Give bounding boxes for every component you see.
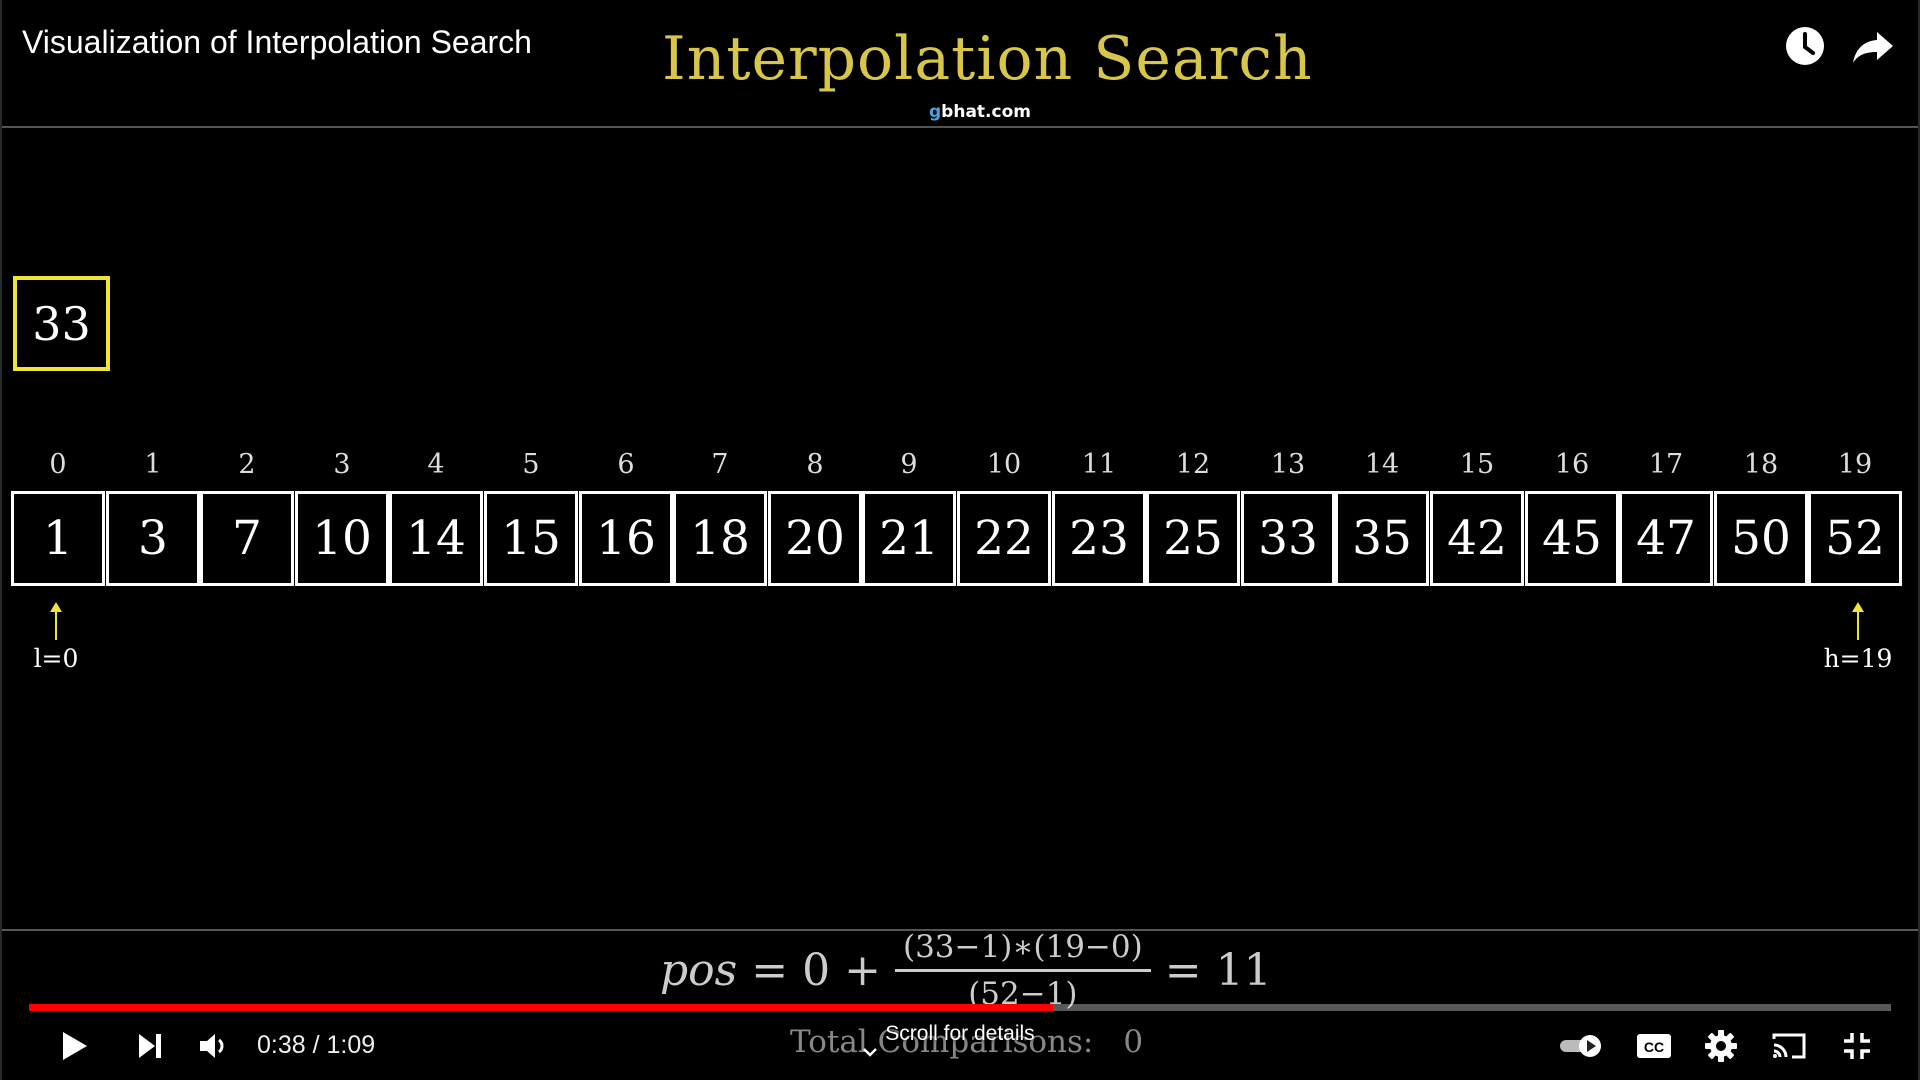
- settings-button[interactable]: [1697, 1022, 1745, 1070]
- frame-divider-top: [0, 126, 1920, 128]
- array-cell: 33: [1241, 491, 1335, 586]
- scroll-hint-label: Scroll for details: [885, 1022, 1035, 1045]
- array-index: 7: [711, 449, 729, 480]
- video-heading: Interpolation Search: [662, 24, 1313, 94]
- array-index: 3: [333, 449, 351, 480]
- formula-equals: =: [751, 944, 789, 996]
- array-cell: 14: [389, 491, 483, 586]
- array-cell: 52: [1808, 491, 1902, 586]
- array-cell: 21: [862, 491, 956, 586]
- logo-prefix: g: [929, 102, 942, 122]
- array-index: 17: [1648, 449, 1684, 480]
- array-index: 2: [238, 449, 256, 480]
- array-cell: 23: [1052, 491, 1146, 586]
- array-cell: 25: [1146, 491, 1240, 586]
- low-pointer: l=0: [16, 602, 96, 673]
- array-index: 15: [1459, 449, 1495, 480]
- captions-button[interactable]: CC: [1630, 1022, 1678, 1070]
- site-logo: gbhat.com: [880, 102, 1080, 122]
- array-index: 19: [1837, 449, 1873, 480]
- formula-base: 0 +: [802, 944, 881, 996]
- array-index: 5: [522, 449, 540, 480]
- high-pointer-arrow: [1852, 602, 1864, 640]
- skip-next-icon: [139, 1034, 161, 1058]
- array-cell: 1: [11, 491, 105, 586]
- low-pointer-label: l=0: [33, 644, 79, 673]
- comparisons-label: Total Comparisons:: [790, 1024, 1094, 1060]
- array-cell: 18: [673, 491, 767, 586]
- array-index: 13: [1270, 449, 1306, 480]
- share-arrow-icon: [1853, 32, 1893, 63]
- watch-later-button[interactable]: [1781, 22, 1829, 70]
- comparisons-value: 0: [1123, 1024, 1144, 1060]
- next-button[interactable]: [126, 1022, 174, 1070]
- array-cell: 45: [1525, 491, 1619, 586]
- high-pointer: h=19: [1818, 602, 1898, 673]
- logo-rest: bhat.com: [941, 102, 1031, 122]
- cast-button[interactable]: [1765, 1022, 1813, 1070]
- array-index: 10: [986, 449, 1022, 480]
- array-cell: 10: [295, 491, 389, 586]
- volume-button[interactable]: [189, 1022, 237, 1070]
- array-index: 4: [427, 449, 445, 480]
- svg-text:CC: CC: [1644, 1039, 1664, 1055]
- frame-divider-bottom: [0, 929, 1920, 931]
- exit-fullscreen-icon: [1844, 1033, 1870, 1059]
- array-cell: 16: [579, 491, 673, 586]
- progress-played: [29, 1004, 1054, 1011]
- autoplay-toggle[interactable]: [1555, 1022, 1607, 1070]
- array-cell: 7: [200, 491, 294, 586]
- cast-icon: [1772, 1033, 1806, 1059]
- play-button[interactable]: [50, 1022, 98, 1070]
- scroll-for-details[interactable]: Scroll for details: [860, 1022, 1060, 1060]
- cc-icon: CC: [1637, 1034, 1671, 1058]
- array-cell: 47: [1619, 491, 1713, 586]
- array-cell: 35: [1335, 491, 1429, 586]
- array-index: 14: [1364, 449, 1400, 480]
- array-cell: 42: [1430, 491, 1524, 586]
- exit-fullscreen-button[interactable]: [1833, 1022, 1881, 1070]
- play-icon: [63, 1032, 87, 1060]
- array-cell: 20: [768, 491, 862, 586]
- formula-numerator: (33−1)∗(19−0): [894, 929, 1151, 972]
- array-cell: 3: [106, 491, 200, 586]
- player-video-title[interactable]: Visualization of Interpolation Search: [22, 24, 532, 60]
- progress-bar[interactable]: [29, 1004, 1891, 1011]
- comparisons-counter: Total Comparisons: 0: [790, 1024, 1143, 1060]
- position-formula: pos = 0 + (33−1)∗(19−0) (52−1) = 11: [660, 929, 1272, 1012]
- volume-icon: [200, 1034, 224, 1058]
- gear-icon: [1705, 1030, 1737, 1062]
- search-target-box: 33: [13, 276, 110, 371]
- high-pointer-label: h=19: [1823, 644, 1893, 673]
- array-cell: 50: [1714, 491, 1808, 586]
- autoplay-toggle-icon: [1560, 1035, 1601, 1057]
- share-button[interactable]: [1849, 22, 1897, 70]
- array-index: 11: [1081, 449, 1117, 480]
- array-index: 8: [806, 449, 824, 480]
- formula-fraction: (33−1)∗(19−0) (52−1): [894, 929, 1151, 1012]
- array-index: 18: [1743, 449, 1779, 480]
- clock-icon: [1786, 27, 1824, 65]
- array-cell: 15: [484, 491, 578, 586]
- formula-result: = 11: [1164, 944, 1272, 996]
- array-index: 12: [1175, 449, 1211, 480]
- array-index: 1: [144, 449, 162, 480]
- array-cell: 22: [957, 491, 1051, 586]
- array-index: 9: [900, 449, 918, 480]
- frame-border-left: [0, 0, 2, 1080]
- time-display: 0:38 / 1:09: [257, 1031, 376, 1059]
- array-index: 16: [1554, 449, 1590, 480]
- formula-lhs: pos: [660, 944, 738, 996]
- low-pointer-arrow: [50, 602, 62, 640]
- frame-border-right: [1918, 0, 1920, 1080]
- array-index: 6: [617, 449, 635, 480]
- array-index: 0: [49, 449, 67, 480]
- chevron-down-icon: [863, 1048, 877, 1057]
